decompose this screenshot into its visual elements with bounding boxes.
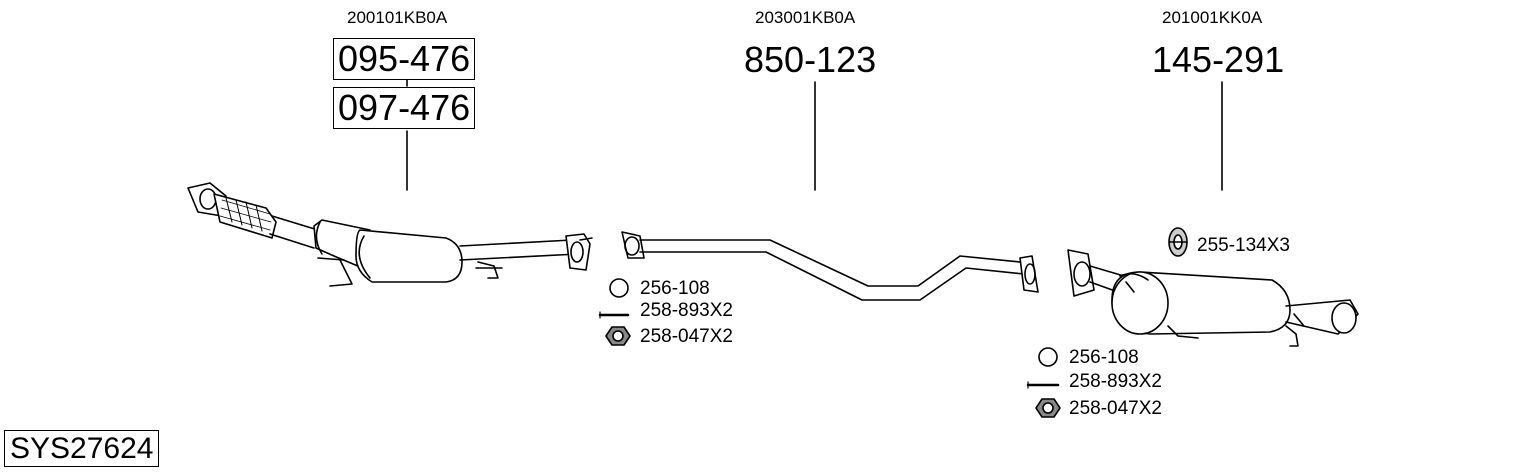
accessory-label[interactable]: 258-047X2: [1069, 398, 1162, 419]
front-catalyst-assembly: [187, 182, 593, 287]
rear-silencer: [1067, 249, 1359, 347]
system-code: SYS27624: [4, 430, 160, 467]
accessory-label[interactable]: 256-108: [1069, 347, 1139, 368]
part-number-box[interactable]: 097-476: [333, 87, 476, 129]
middle-pipe: [621, 231, 1039, 301]
accessory-label[interactable]: 255-134X3: [1197, 235, 1290, 256]
accessory-label[interactable]: 258-893X2: [1069, 371, 1162, 392]
nut-icon: [605, 326, 631, 346]
gasket-ring-icon: [1038, 347, 1058, 367]
nut-icon: [1035, 398, 1061, 418]
accessory-label[interactable]: 258-893X2: [640, 300, 733, 321]
part-number-box[interactable]: 095-476: [333, 38, 476, 80]
rubber-hanger-icon: [1168, 227, 1188, 257]
accessory-label[interactable]: 258-047X2: [640, 326, 733, 347]
oem-number-rear: 201001KK0A: [1162, 8, 1263, 27]
gasket-ring-icon: [609, 278, 629, 298]
part-number-rear[interactable]: 145-291: [1152, 39, 1285, 80]
part-number-middle[interactable]: 850-123: [744, 39, 877, 80]
accessory-label[interactable]: 256-108: [640, 278, 710, 299]
oem-number-middle: 203001KB0A: [755, 8, 856, 27]
bolt-icon: [1026, 381, 1060, 389]
oem-number-front: 200101KB0A: [347, 8, 448, 27]
bolt-icon: [598, 311, 630, 319]
